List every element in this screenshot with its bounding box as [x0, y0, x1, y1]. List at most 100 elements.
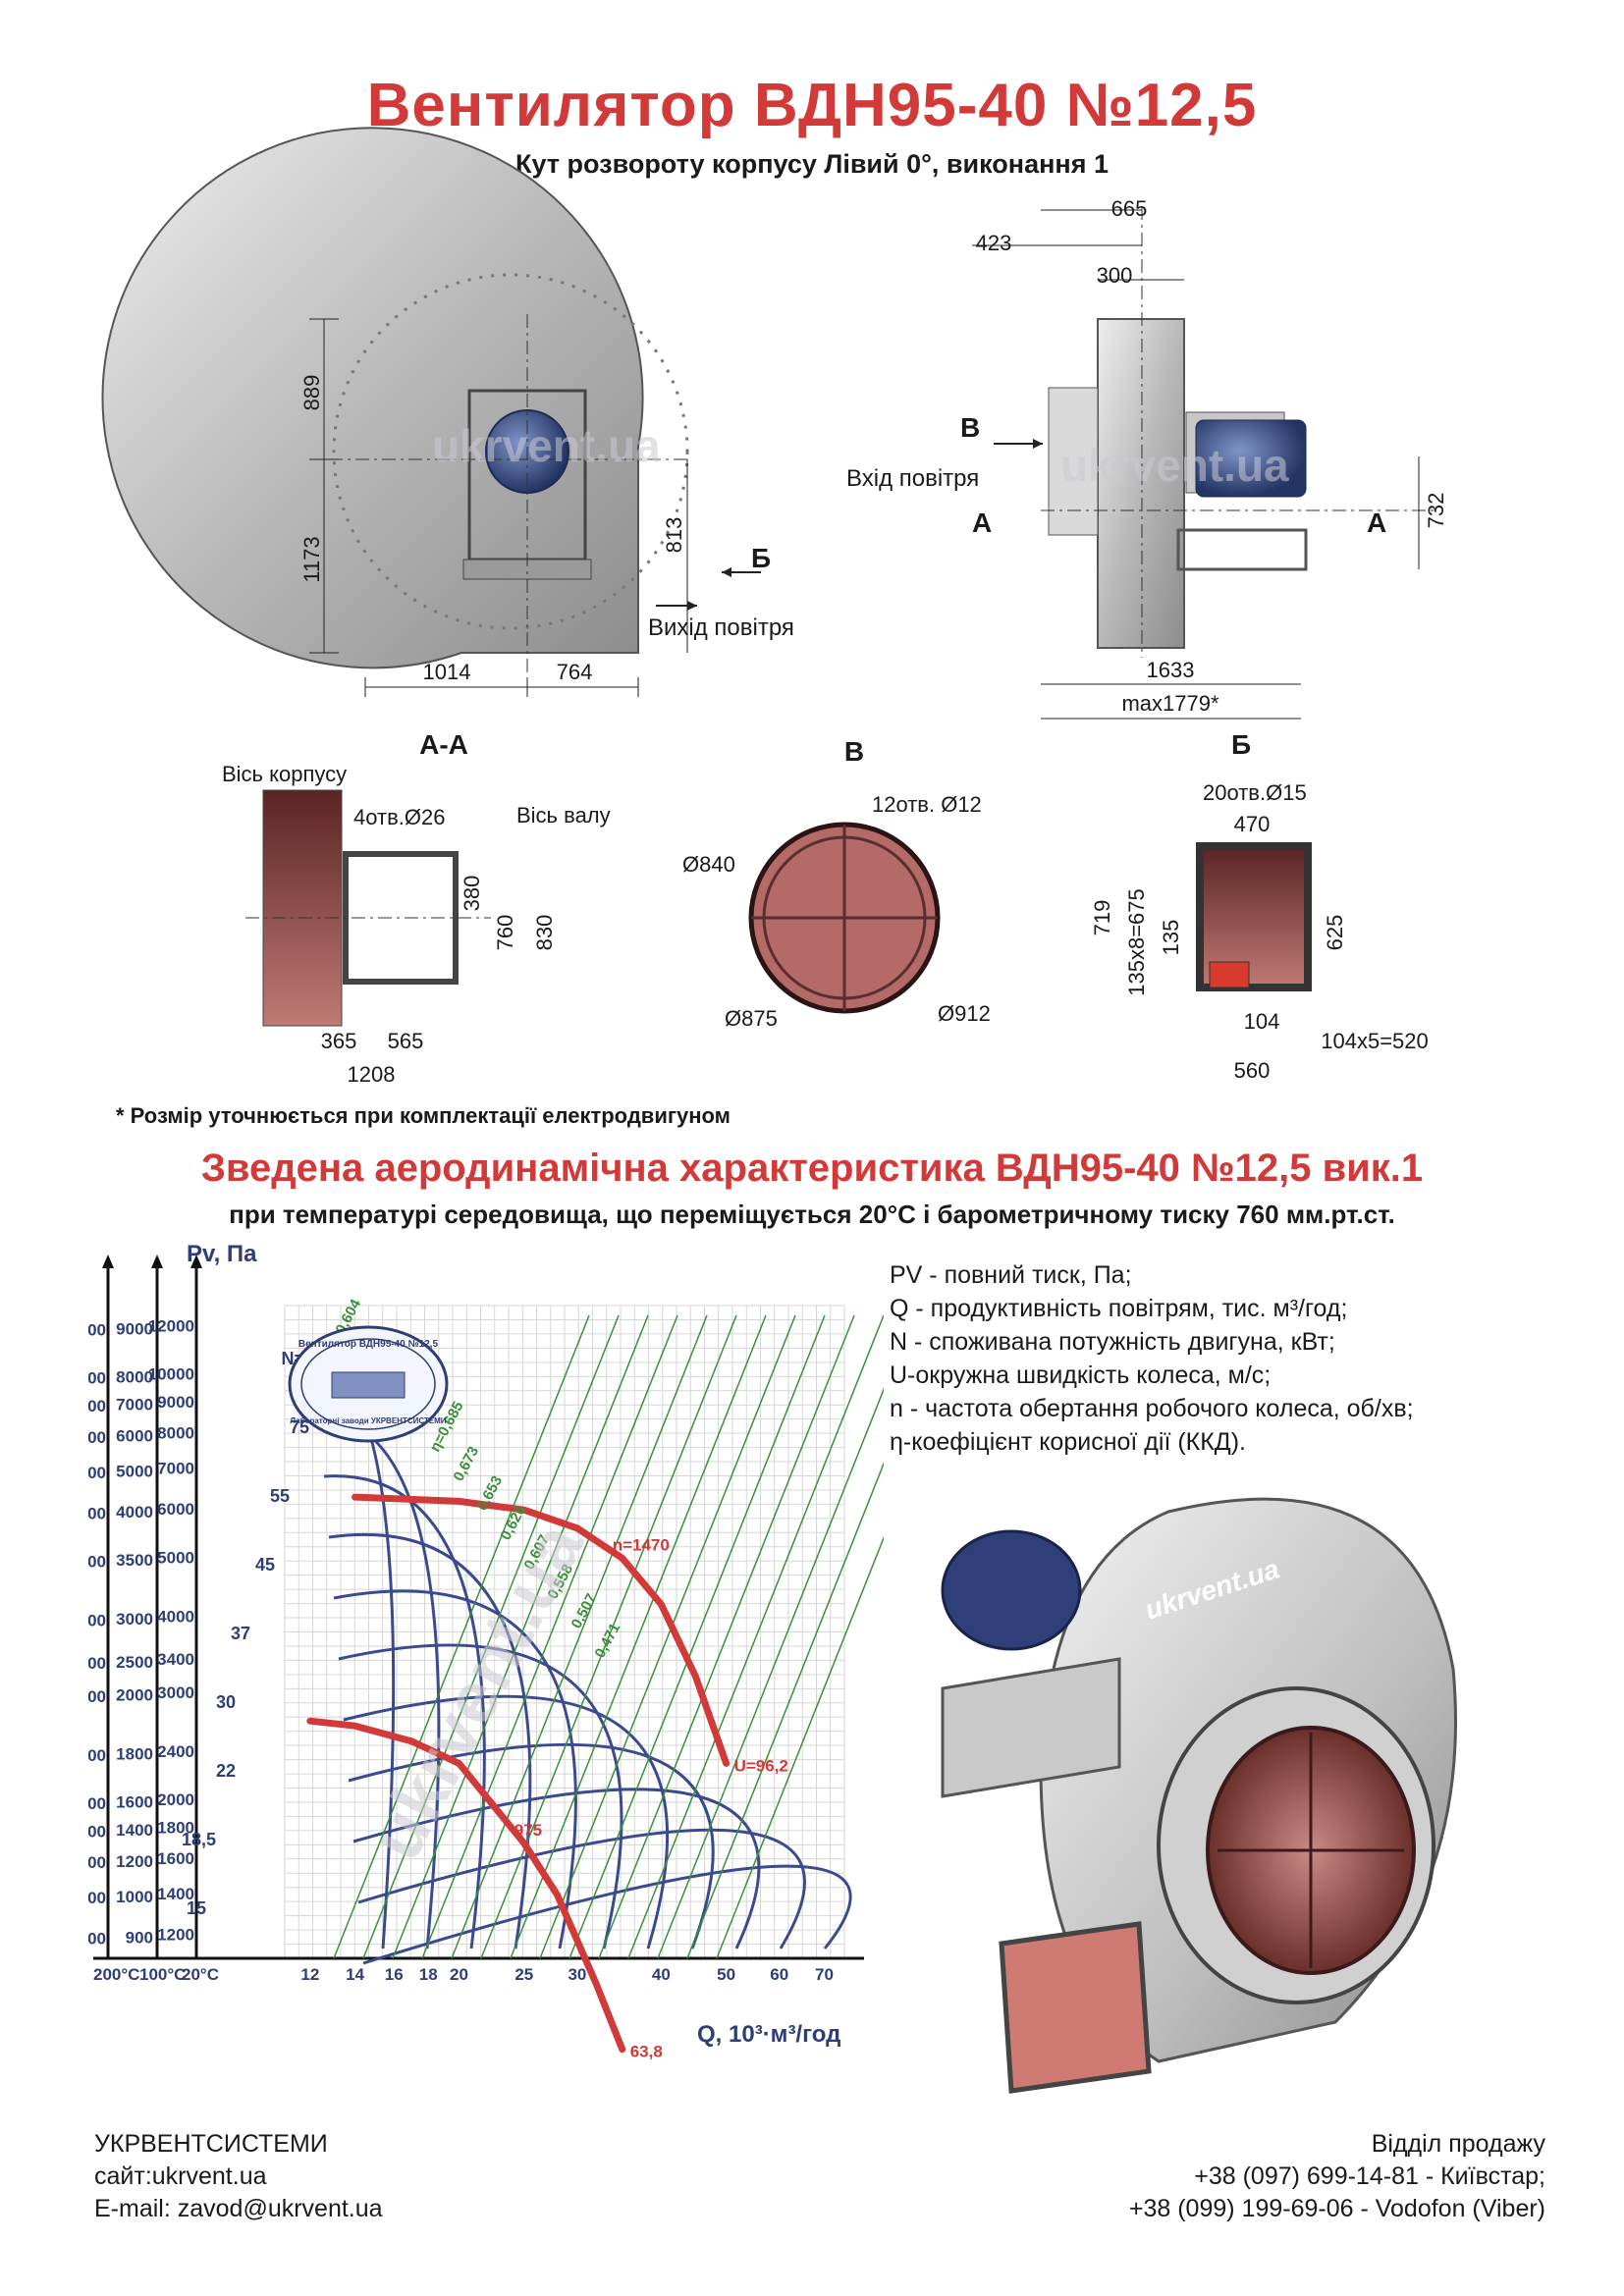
series-end-1: 63,8 [630, 2043, 663, 2061]
axis-body-label: Вісь корпусу [222, 762, 347, 786]
y-tick-20c: 6000 [157, 1500, 194, 1519]
x-axis-label: Q, 10³·м³/год [697, 2021, 840, 2048]
footer-company: УКРВЕНТСИСТЕМИ [94, 2130, 328, 2158]
y-tick-20c: 10000 [148, 1365, 194, 1384]
legend-pv: PV - повний тиск, Па; [890, 1261, 1132, 1289]
holes-b-label: 20отв.Ø15 [1203, 780, 1307, 805]
y-tick-200c: 5000 [88, 1397, 106, 1415]
y-tick-200c: 800 [88, 1889, 106, 1907]
dim-625: 625 [1323, 915, 1347, 951]
dim-423: 423 [976, 231, 1012, 255]
efficiency-ray [716, 1535, 884, 1959]
y-tick-20c: 4000 [157, 1607, 194, 1626]
y-tick-100c: 6000 [116, 1426, 153, 1445]
temp-label: 200°С [93, 1965, 139, 1984]
dim-764: 764 [557, 660, 593, 684]
aero-chart: 7000600050004000350030002500200018001600… [88, 1241, 884, 2061]
y-axis-arrow-1 [151, 1255, 163, 1268]
y-tick-200c: 900 [88, 1853, 106, 1872]
y-tick-20c: 1400 [157, 1885, 194, 1903]
dim-1208: 1208 [348, 1062, 396, 1087]
x-tick: 25 [514, 1965, 533, 1984]
temp-label: 20°С [182, 1965, 219, 1984]
x-tick: 30 [568, 1965, 586, 1984]
pressure-curve [357, 1828, 806, 1949]
efficiency-ray [333, 1314, 590, 1959]
d875-label: Ø875 [725, 1006, 778, 1031]
dim-104: 104 [1244, 1009, 1280, 1034]
mark-b-front: Б [751, 543, 771, 573]
dim-830: 830 [532, 915, 557, 951]
y-tick-20c: 1600 [157, 1849, 194, 1868]
dim-565: 565 [388, 1029, 424, 1053]
footer-phone-vodafone[interactable]: +38 (099) 199-69-06 - Vodofon (Viber) [1128, 2195, 1545, 2222]
section-v-title: В [844, 736, 864, 767]
chart-axes: 7000600050004000350030002500200018001600… [88, 1255, 864, 1984]
y-tick-100c: 4000 [116, 1503, 153, 1522]
operating-curve-1 [306, 1717, 626, 2054]
power-label: 15 [187, 1898, 206, 1918]
dim-560: 560 [1234, 1058, 1271, 1083]
efficiency-ray [510, 1314, 767, 1959]
y-tick-100c: 2000 [116, 1686, 153, 1705]
footer-site[interactable]: сайт:ukrvent.ua [94, 2163, 267, 2190]
legend-rpm: n - частота обертання робочого колеса, о… [890, 1395, 1414, 1422]
section-b-title: Б [1231, 729, 1251, 760]
chart-legend: PV - повний тиск, Па; Q - продуктивність… [890, 1258, 1414, 1459]
efficiency-ray [657, 1387, 884, 1959]
dim-300: 300 [1097, 263, 1133, 288]
temp-label: 100°С [139, 1965, 186, 1984]
fan-3d-illustration: ukrvent.ua [941, 1497, 1457, 2094]
y-tick-100c: 900 [126, 1928, 153, 1947]
y-tick-100c: 1000 [116, 1888, 153, 1906]
page-subtitle: Кут розвороту корпусу Лівий 0°, виконанн… [514, 149, 1109, 179]
series-name-0: n=1470 [613, 1535, 670, 1554]
efficiency-label: 0,507 [568, 1591, 601, 1631]
y-tick-200c: 1200 [88, 1794, 106, 1813]
series-name-1: 975 [514, 1821, 542, 1840]
y-tick-200c: 7000 [88, 1321, 106, 1340]
dim-470: 470 [1234, 812, 1271, 836]
y-tick-20c: 1200 [157, 1926, 194, 1945]
dim-135: 135 [1159, 920, 1183, 956]
mark-a-left: А [972, 507, 992, 538]
y-tick-20c: 5000 [157, 1548, 194, 1567]
y-tick-200c: 6000 [88, 1369, 106, 1388]
y-tick-20c: 2400 [157, 1742, 194, 1761]
dim-813: 813 [662, 517, 686, 554]
pressure-curve [323, 1474, 486, 1949]
footer-phone-kyivstar[interactable]: +38 (097) 699-14-81 - Київстар; [1194, 2163, 1545, 2190]
lab-stamp: Вентилятор ВДН95-40 №12,5 Лабораторні за… [288, 1325, 449, 1443]
efficiency-ray [539, 1314, 796, 1959]
y-tick-200c: 1400 [88, 1746, 106, 1765]
power-label: 55 [270, 1486, 290, 1506]
y-tick-200c: 4000 [88, 1428, 106, 1447]
y-axis-label: Pv, Па [187, 1241, 257, 1267]
efficiency-label: 0,673 [451, 1444, 483, 1484]
chart-watermark: ukrvent.ua [354, 1509, 599, 1872]
x-tick: 50 [717, 1965, 735, 1984]
y-tick-100c: 8000 [116, 1367, 153, 1386]
dim-104x5: 104x5=520 [1321, 1029, 1429, 1053]
y-tick-100c: 5000 [116, 1462, 153, 1480]
dim-889: 889 [299, 375, 324, 411]
footnote: * Розмір уточнюється при комплектації ел… [116, 1103, 731, 1128]
chart-section-title: Зведена аеродинамічна характеристика ВДН… [200, 1147, 1424, 1190]
y-tick-100c: 3000 [116, 1610, 153, 1629]
footer-sales-title: Відділ продажу [1371, 2130, 1545, 2158]
dim-1633: 1633 [1147, 658, 1195, 682]
axis-shaft-label: Вісь валу [516, 803, 611, 828]
power-label: 37 [231, 1624, 250, 1643]
power-label: 30 [216, 1692, 236, 1712]
air-out-label: Вихід повітря [648, 614, 794, 641]
y-tick-20c: 2000 [157, 1790, 194, 1809]
dim-665: 665 [1111, 196, 1148, 221]
x-tick: 20 [450, 1965, 468, 1984]
y-tick-200c: 3500 [88, 1464, 106, 1482]
holes-v-label: 12отв. Ø12 [872, 792, 982, 817]
footer-email[interactable]: E-mail: zavod@ukrvent.ua [94, 2195, 383, 2222]
y-tick-100c: 3500 [116, 1551, 153, 1570]
efficiency-ray [421, 1314, 678, 1959]
chart-section-subtitle: при температурі середовища, що переміщує… [229, 1200, 1395, 1229]
legend-n: N - споживана потужність двигуна, кВт; [890, 1328, 1335, 1356]
